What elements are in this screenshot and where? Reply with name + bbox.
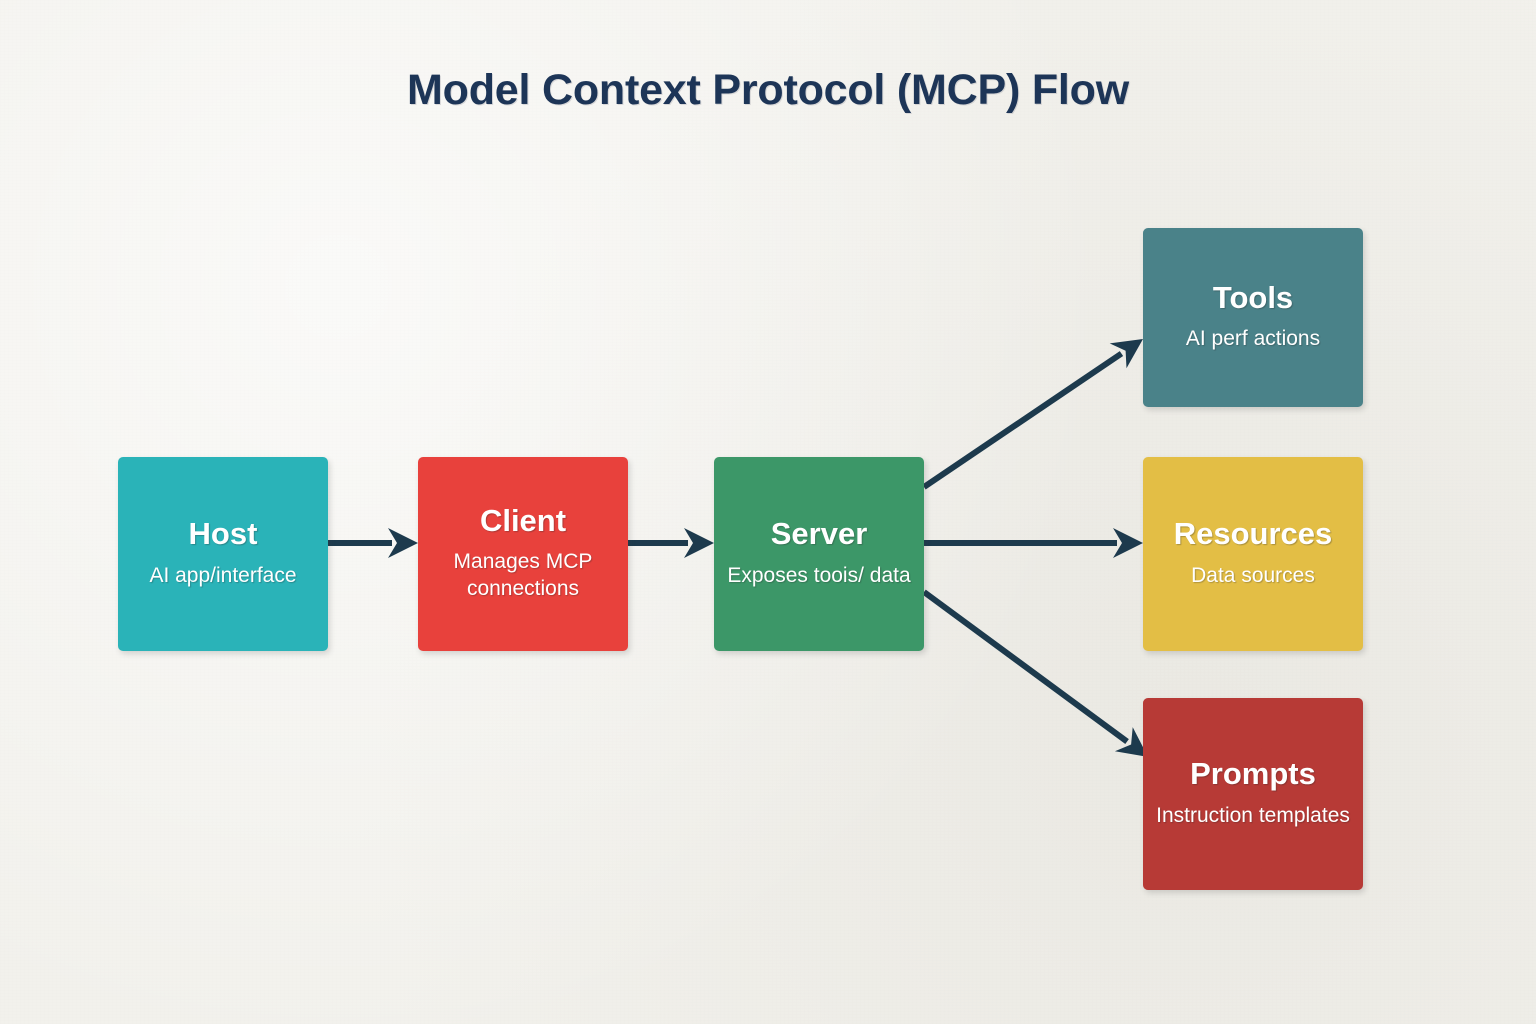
node-client-sublabel: Manages MCP connections <box>453 550 593 601</box>
node-tools[interactable]: Tools AI perf actions <box>1143 228 1363 407</box>
node-host-label: Host <box>188 516 258 552</box>
arrow-server-to-prompts <box>922 589 1148 757</box>
arrow-server-to-tools <box>922 339 1143 490</box>
arrow-client-to-server <box>628 528 714 558</box>
node-prompts-label: Prompts <box>1190 756 1316 792</box>
node-tools-sublabel: AI perf actions <box>1185 327 1321 351</box>
node-resources-sublabel: Data sources <box>1191 563 1315 587</box>
arrow-host-to-client <box>328 528 418 558</box>
arrow-server-to-resources <box>924 528 1143 558</box>
node-tools-label: Tools <box>1212 279 1294 315</box>
node-server-label: Server <box>770 516 868 552</box>
node-resources-label: Resources <box>1173 516 1333 552</box>
node-host-sublabel: AI app/interface <box>149 563 297 587</box>
node-client-label: Client <box>479 502 567 538</box>
node-host[interactable]: Host AI app/interface <box>118 457 328 651</box>
node-prompts-sublabel: Instruction templates <box>1156 803 1350 827</box>
page-title: Model Context Protocol (MCP) Flow <box>407 66 1129 114</box>
node-server-sublabel: Exposes toois/ data <box>727 563 911 587</box>
